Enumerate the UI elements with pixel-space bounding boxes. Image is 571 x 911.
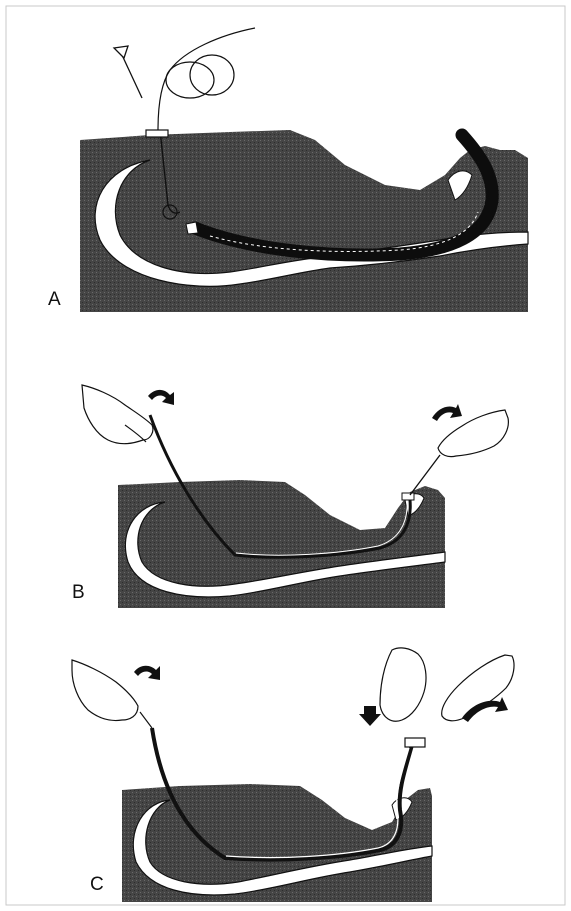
panel-label-b: B xyxy=(72,582,85,603)
tube-bumper-c xyxy=(405,738,425,747)
endoscope-tip-a xyxy=(186,222,198,234)
tube-bumper-b xyxy=(402,493,414,500)
gastric-fold-c xyxy=(170,823,186,833)
panel-label-a: A xyxy=(48,289,61,310)
panel-label-c: C xyxy=(90,874,104,895)
needle-hub-a xyxy=(146,130,168,137)
